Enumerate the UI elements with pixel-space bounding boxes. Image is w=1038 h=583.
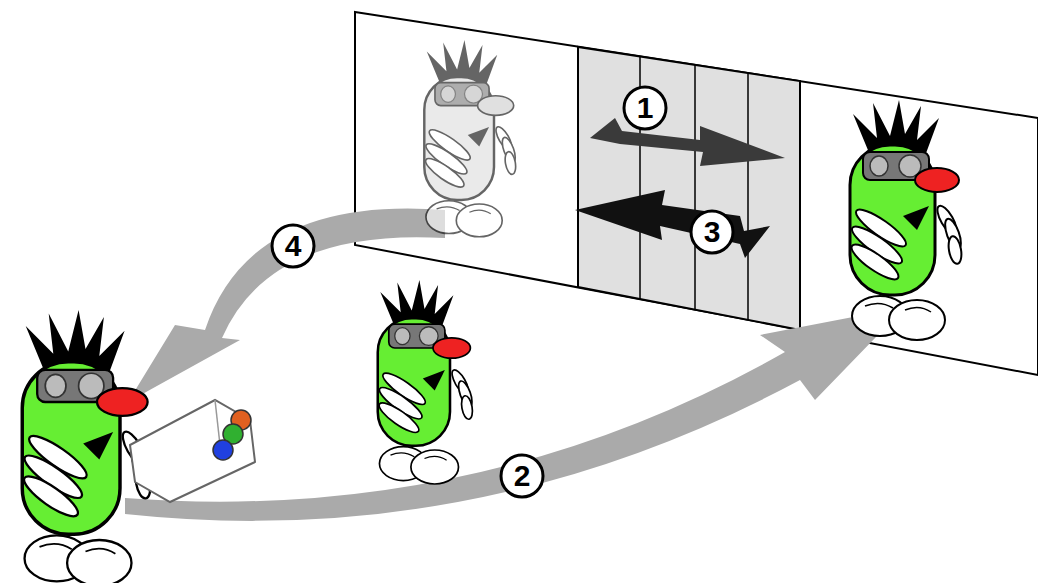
projection-screen [355, 12, 1038, 375]
callout-circles [272, 87, 733, 497]
callout-number: 4 [271, 224, 315, 268]
screen-figure [847, 100, 964, 340]
callout-number: 1 [623, 86, 667, 130]
middle-figure [376, 280, 475, 484]
callout-number: 3 [690, 210, 734, 254]
arrow-right [590, 118, 785, 166]
arrow-left [575, 190, 770, 258]
ghost-figure [422, 40, 518, 237]
curved-arrow-project [125, 307, 905, 521]
projector [130, 400, 255, 502]
callout-number: 2 [500, 454, 544, 498]
